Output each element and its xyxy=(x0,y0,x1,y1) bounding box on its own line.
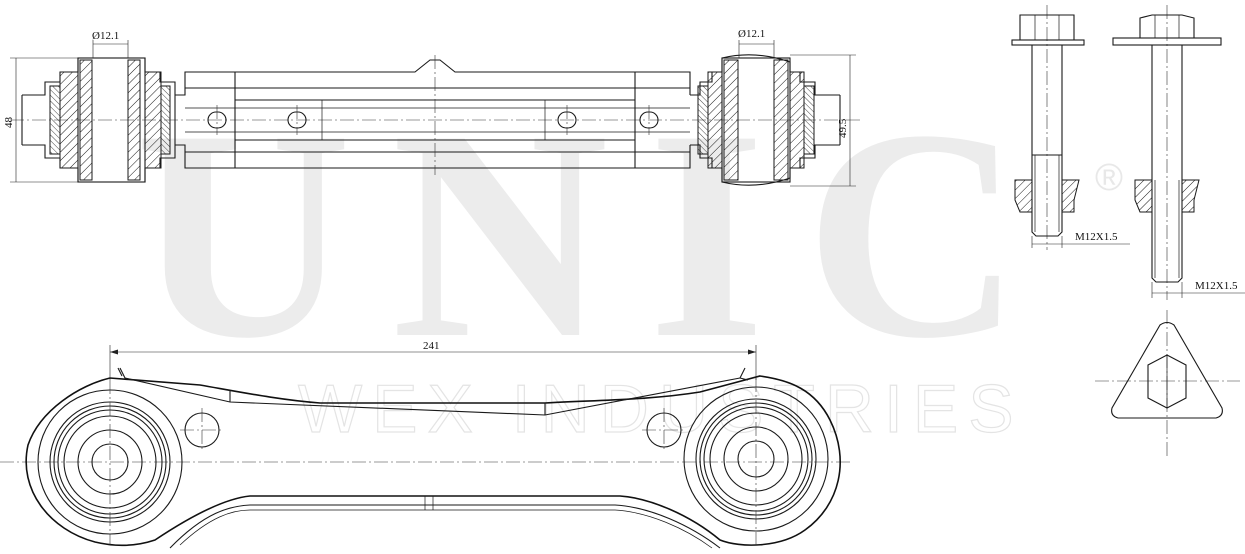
left-eye xyxy=(37,380,183,545)
watermark-brand: UNIC xyxy=(135,68,1062,400)
overall-length-label: 241 xyxy=(423,340,440,352)
watermark: UNIC ® WEX INDUSTRIES xyxy=(135,68,1123,448)
triangle-nut-end-view xyxy=(1095,310,1240,458)
link-outline xyxy=(25,375,841,547)
left-bushing-section xyxy=(21,57,176,183)
eccentric-bolt-2: M12X1.5 xyxy=(1112,5,1245,300)
right-eye xyxy=(683,378,829,545)
watermark-tagline: WEX INDUSTRIES xyxy=(298,371,1024,447)
right-bushing-section xyxy=(690,54,841,186)
top-section-view: Ø12.1 Ø12.1 48 49.5 xyxy=(3,28,860,187)
left-bore-dimension: Ø12.1 xyxy=(92,30,119,42)
eccentric-bolt-1: M12X1.5 xyxy=(1011,5,1130,250)
bolt-2-thread-label: M12X1.5 xyxy=(1195,280,1238,292)
left-height-dimension: 48 xyxy=(3,117,15,129)
watermark-registered-mark: ® xyxy=(1095,157,1123,199)
bolt-1-thread-label: M12X1.5 xyxy=(1075,231,1118,243)
length-dimension: 241 xyxy=(109,340,757,380)
right-height-dimension: 49.5 xyxy=(837,118,849,138)
link-body-section xyxy=(175,55,691,175)
right-bore-dimension: Ø12.1 xyxy=(738,28,765,40)
top-dimensions: Ø12.1 Ø12.1 48 49.5 xyxy=(3,28,856,187)
bottom-plan-view: 241 xyxy=(0,340,850,549)
